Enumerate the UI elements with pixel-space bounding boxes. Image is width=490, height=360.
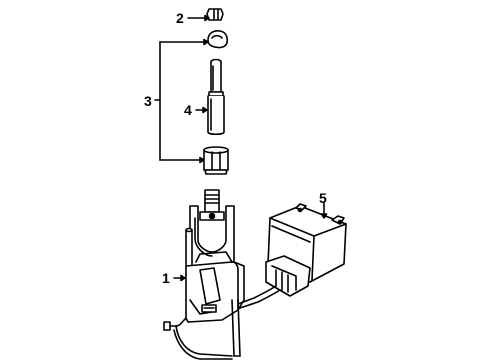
control-module-part-5 — [237, 203, 347, 309]
callout-2: 2 — [176, 10, 184, 26]
nut-part-2 — [206, 8, 224, 21]
callout-1: 1 — [162, 270, 170, 286]
callout-5: 5 — [319, 190, 327, 206]
callout-3: 3 — [144, 93, 152, 109]
leader-line-5 — [320, 202, 328, 219]
leader-line-1 — [173, 274, 186, 282]
mast-part-4 — [207, 58, 225, 136]
leader-line-4 — [195, 106, 208, 114]
cap-part-3-top — [207, 30, 229, 49]
motor-assembly-part-1 — [163, 189, 245, 360]
callout-4: 4 — [184, 102, 192, 118]
leader-line-2 — [187, 14, 210, 22]
collar-part-3-bottom — [203, 146, 229, 175]
bracket-part-3 — [154, 38, 209, 164]
